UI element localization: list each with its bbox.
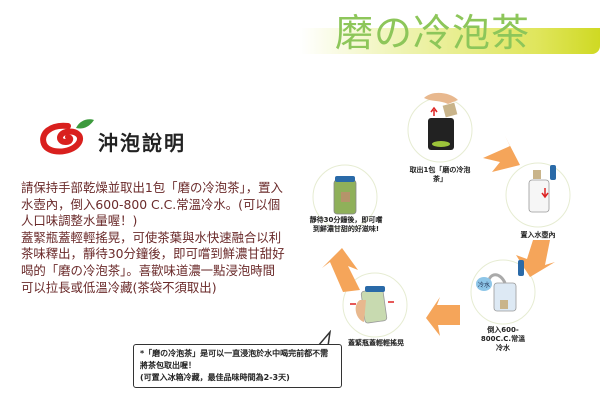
bottle-icon [528,165,556,213]
step-5-circle [312,164,378,230]
cold-water-label: 冷水 [478,281,490,289]
instruction-paragraph: 蓋緊瓶蓋輕輕搖晃，可使茶葉與水快速融合以利茶味釋出，靜待30分鐘後，即可嚐到鮮濃… [21,229,285,295]
step-3-caption: 倒入600-800C.C.常溫冷水 [480,326,526,352]
arrow-icon [322,248,360,292]
instruction-paragraph: 請保持手部乾燥並取出1包「磨の冷泡茶」，置入水壺內，倒入600-800 C.C.… [21,180,283,229]
speech-bubble-tail [318,330,332,347]
section-heading: 沖泡說明 [98,131,186,155]
step-1-caption: 取出1包「磨の冷泡茶」 [409,166,471,183]
arrow-icon [426,297,460,336]
step-2-circle [505,162,571,228]
step-2-caption: 置入水壺內 [520,231,556,239]
steeped-bottle-icon [333,176,357,215]
step-3-circle [470,259,536,325]
step-5-caption: 靜待30分鐘後，即可嚐到鮮濃甘甜的好滋味! [309,216,383,233]
bottle-with-water-icon [476,260,524,312]
step-4-circle [342,272,408,338]
arrow-icon [516,240,555,277]
note-line: *「磨の冷泡茶」是可以一直浸泡於水中喝完前都不需將茶包取出喔！ [140,349,329,370]
page-title: 磨の冷泡茶 [335,11,531,55]
note-line: (可置入冰箱冷藏，最佳品味時間為2-3天) [140,373,290,382]
instructions: 請保持手部乾燥並取出1包「磨の冷泡茶」，置入水壺內，倒入600-800 C.C.… [21,180,286,296]
brand-logo-icon [40,119,94,155]
note-bubble: *「磨の冷泡茶」是可以一直浸泡於水中喝完前都不需將茶包取出喔！ (可置入冰箱冷藏… [133,344,342,388]
shaking-bottle-icon [350,286,394,324]
tea-package-icon [424,92,458,150]
cold-water-badge [476,277,492,291]
arrow-icon [483,136,520,172]
header-banner [300,28,600,54]
step-4-caption: 蓋緊瓶蓋輕輕搖晃 [348,339,404,347]
